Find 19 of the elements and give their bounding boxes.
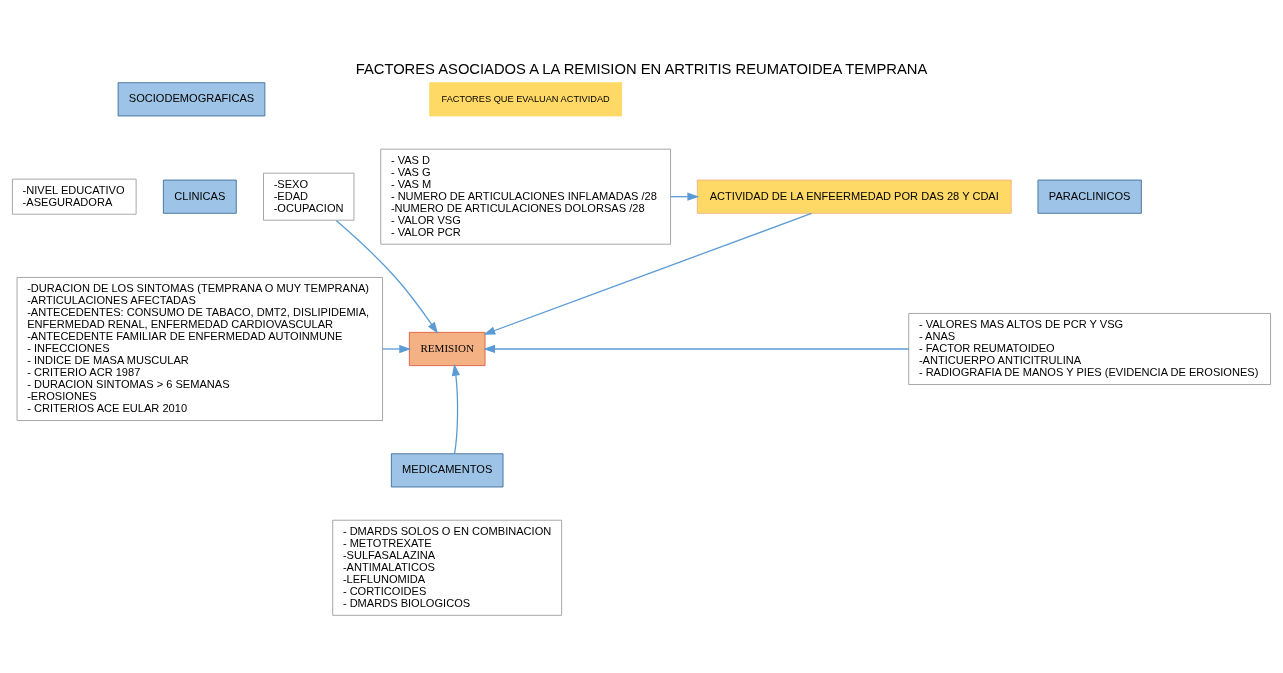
- arrow: [335, 219, 438, 334]
- node-box: ACTIVIDAD DE LA ENFEERMEDAD POR DAS 28 Y CDAI: [696, 179, 1012, 214]
- node-box: REMISION: [408, 331, 486, 366]
- node-box: FACTORES QUE EVALUAN ACTIVIDAD: [429, 81, 623, 116]
- node-box: SOCIODEMOGRAFICAS: [117, 81, 266, 116]
- node-box: CLINICAS: [162, 179, 237, 214]
- diagram-title: FACTORES ASOCIADOS A LA REMISION EN ARTRITIS REUMATOIDEA TEMPRANA: [355, 60, 928, 77]
- arrow: [483, 212, 813, 335]
- arrow: [451, 363, 460, 454]
- node-box: PARACLINICOS: [1037, 179, 1142, 214]
- node-box: -SEXO -EDAD -OCUPACION: [263, 172, 355, 221]
- node-box: -NIVEL EDUCATIVO -ASEGURADORA: [11, 178, 137, 215]
- arrow: [382, 344, 412, 353]
- node-box: MEDICAMENTOS: [390, 452, 504, 487]
- node-box: - VALORES MAS ALTOS DE PCR Y VSG - ANAS - FACTOR REUMATOIDEO -ANTICUERPO ANTICITRULINA - RADIOGRAFIA DE MANOS Y PIES (EVIDENCIA DE EROSIONES): [908, 312, 1272, 385]
- node-box: - DMARDS SOLOS O EN COMBINACION - METOTREXATE -SULFASALAZINA -ANTIMALATICOS -LEFLUNOMIDA - CORTICOIDES - DMARDS BIOLOGICOS: [332, 519, 563, 616]
- node-box: -DURACION DE LOS SINTOMAS (TEMPRANA O MUY TEMPRANA) -ARTICULACIONES AFECTADAS -ANTECEDENTES: CONSUMO DE TABACO, DMT2, DISLIPIDEMIA, ENFERMEDAD RENAL, ENFERMEDAD CARDIOVASCULAR -ANTECEDENTE FAMILIAR DE ENFERMEDAD AUTOINMUNE - INFECCIONES - INDICE DE MASA MUSCULAR - CRITERIO ACR 1987 - DURACION SINTOMAS > 6 SEMANAS -EROSIONES - CRITERIOS ACE EULAR 2010: [16, 276, 384, 421]
- arrow: [483, 344, 910, 353]
- node-box: - VAS D - VAS G - VAS M - NUMERO DE ARTICULACIONES INFLAMADAS /28 -NUMERO DE ARTICULACIONES DOLORSAS /28 - VALOR VSG - VALOR PCR: [380, 148, 672, 245]
